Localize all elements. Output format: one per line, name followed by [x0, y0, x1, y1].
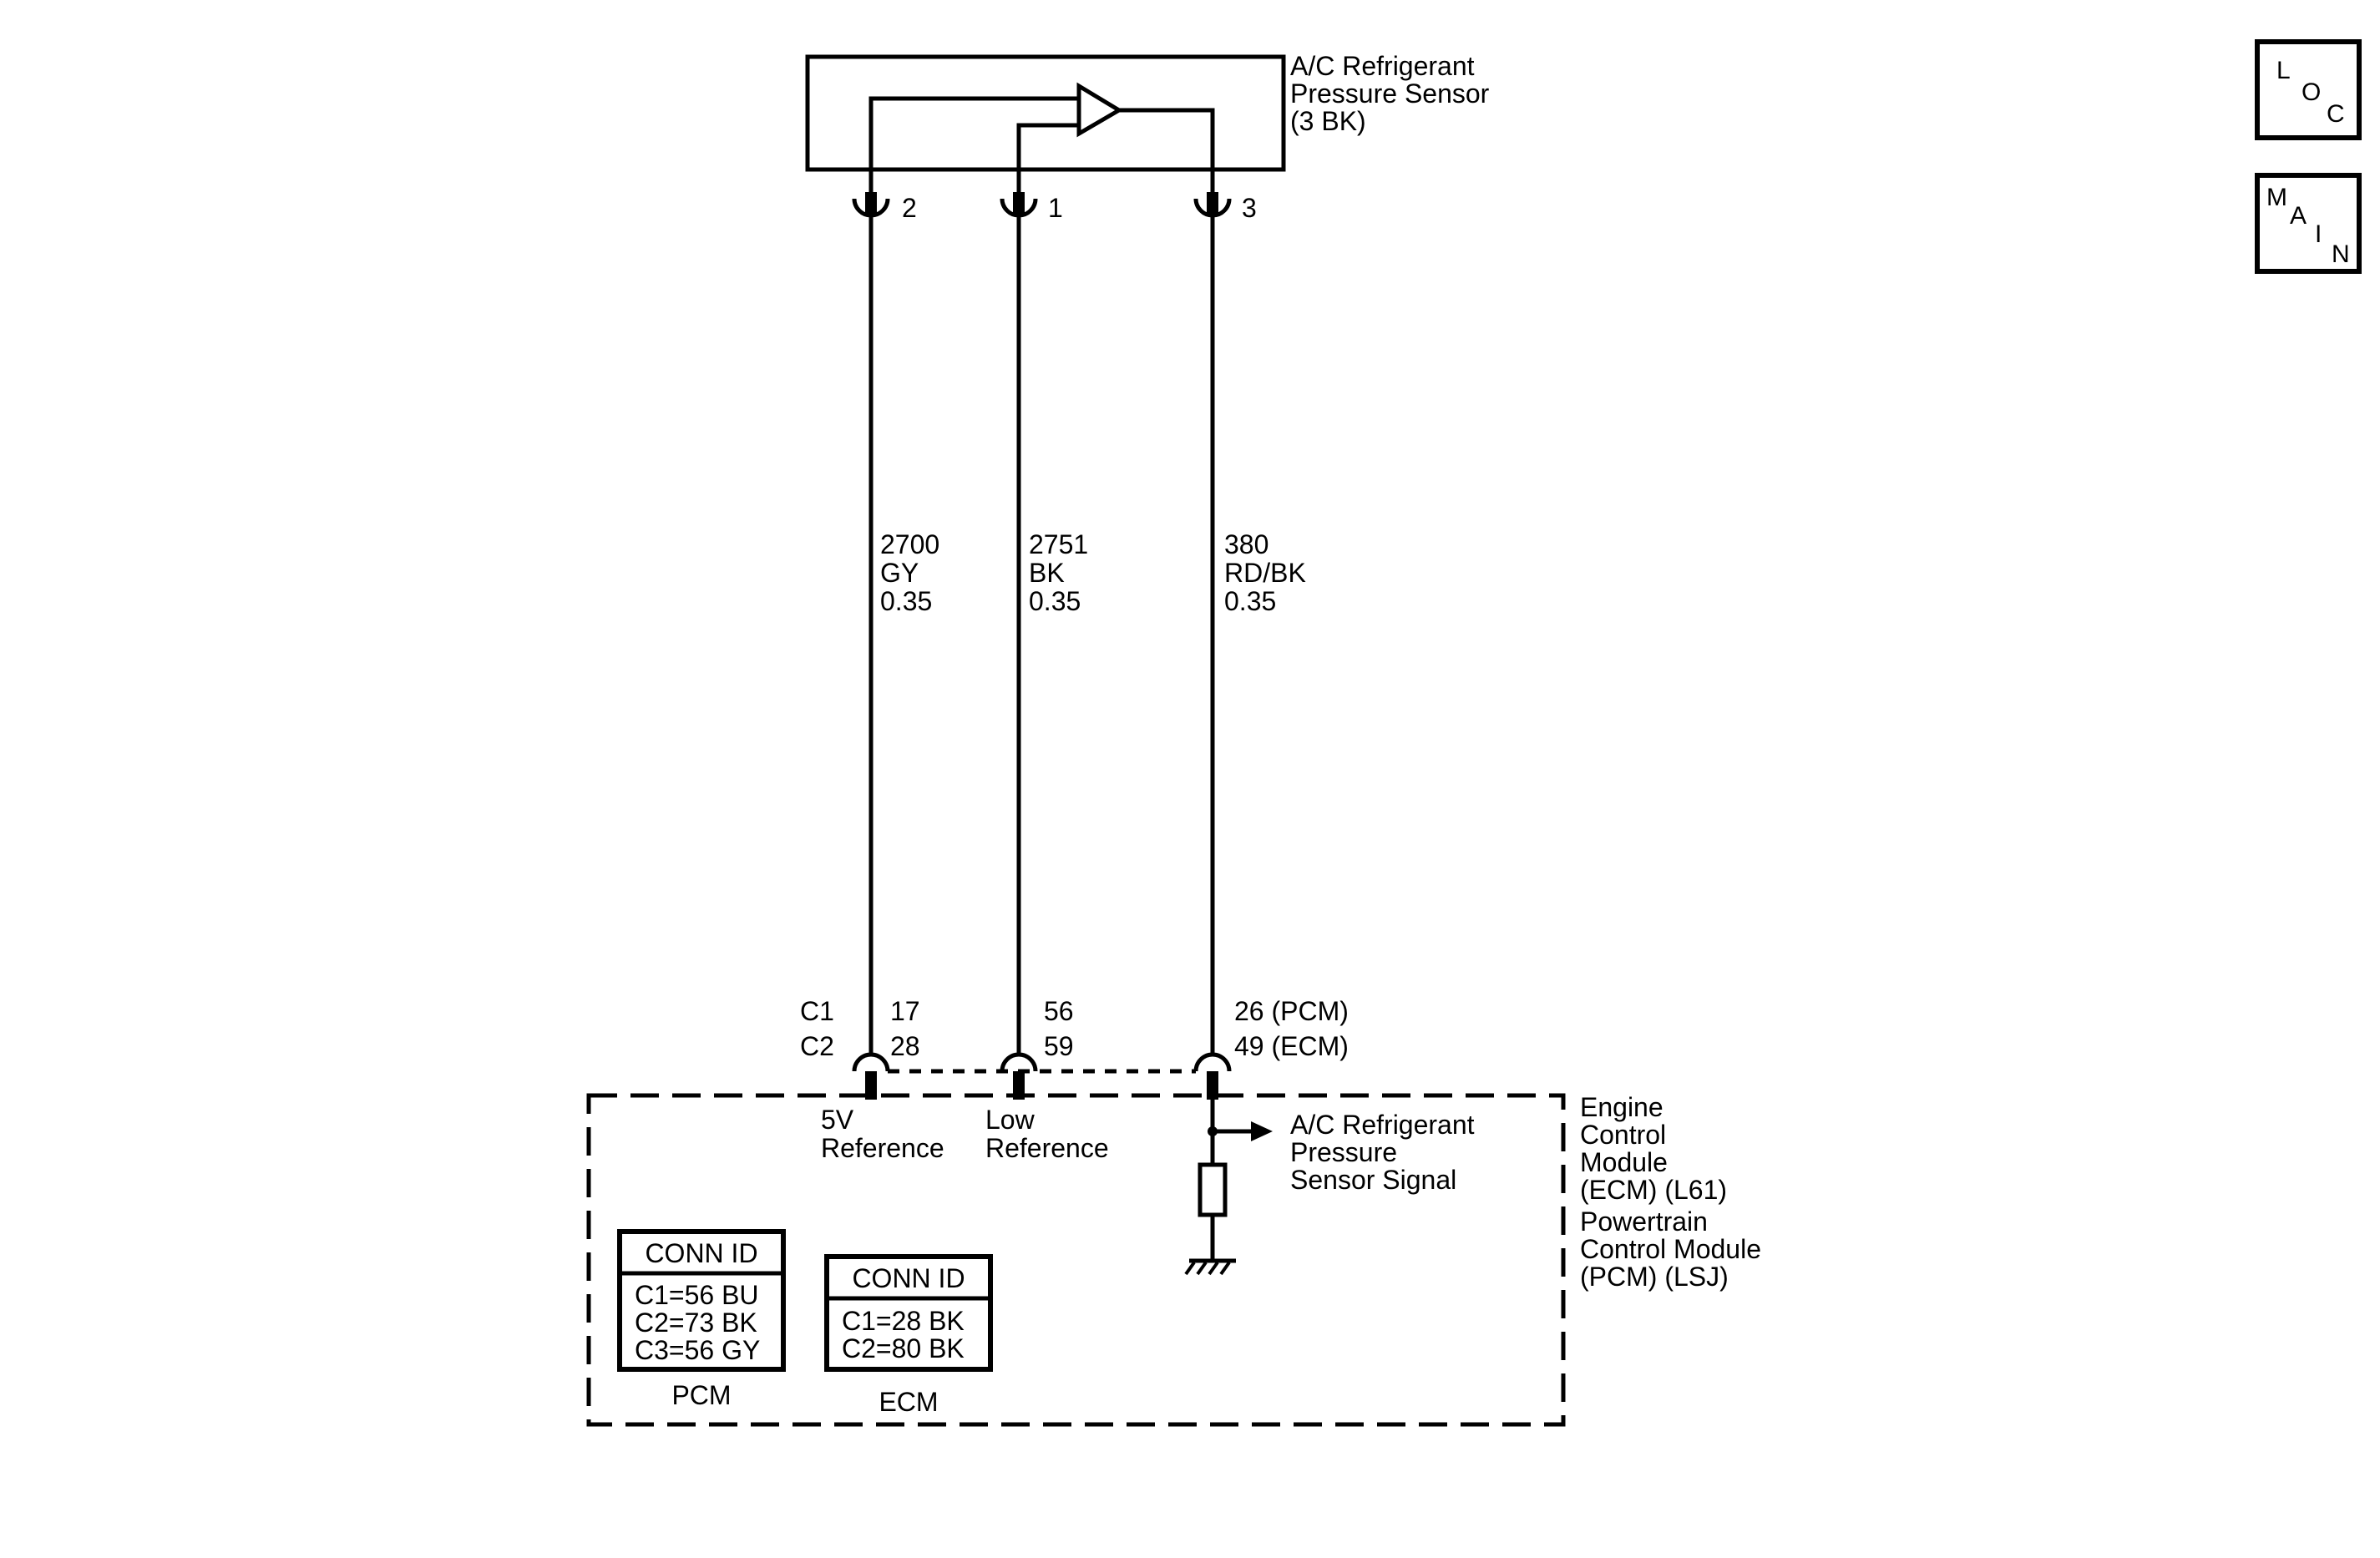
terminal-stub [1013, 1071, 1025, 1100]
module-name-line-1: Engine [1580, 1092, 1663, 1122]
table-row: C1=28 BK [842, 1306, 965, 1336]
module-boundary-dashed [586, 1093, 1566, 1427]
connector-c1-label: C1 [800, 996, 834, 1026]
wire-label-2700: 2700 GY 0.35 [880, 529, 939, 616]
module-pin-c2-number: 28 [890, 1031, 920, 1061]
wire-label-380: 380 RD/BK 0.35 [1224, 529, 1306, 616]
sensor-amplifier-icon [1076, 82, 1123, 138]
main-letter-a: A [2290, 202, 2307, 230]
ac-refrigerant-pressure-sensor: A/C Refrigerant Pressure Sensor (3 BK) [805, 51, 1490, 199]
terminal-stub [1207, 192, 1218, 214]
circuit-signal-line-3: Sensor Signal [1290, 1165, 1456, 1195]
table-header: CONN ID [852, 1263, 965, 1293]
sensor-pin-2: 2 [852, 192, 917, 223]
table-row: C3=56 GY [635, 1335, 760, 1365]
sensor-internal-signal-trace [1119, 108, 1215, 199]
wire-gauge: 0.35 [1029, 586, 1081, 616]
table-caption: PCM [671, 1380, 731, 1410]
terminal-stub [1207, 1071, 1218, 1100]
arrow-right-icon [1251, 1121, 1273, 1141]
module-pin-c2-number: 49 (ECM) [1234, 1031, 1349, 1061]
wire-harness: 2700 GY 0.35 2751 BK 0.35 380 RD/BK 0.35 [868, 215, 1306, 1054]
wire-circuit-number: 380 [1224, 529, 1268, 559]
module-name-line-2: Control [1580, 1120, 1666, 1150]
loc-letter-l: L [2276, 57, 2291, 84]
wire-gauge: 0.35 [880, 586, 932, 616]
circuit-low-ref-line-2: Reference [985, 1133, 1109, 1163]
module-connector: C1 C2 17 28 56 59 26 (PCM) 49 (ECM) [800, 996, 1349, 1100]
table-header: CONN ID [645, 1238, 757, 1268]
loc-button[interactable]: L O C [2255, 39, 2362, 140]
table-border [824, 1254, 993, 1372]
module-name-line-7: (PCM) (LSJ) [1580, 1262, 1729, 1292]
sensor-internal-5v-trace [868, 96, 1079, 199]
terminal-stub [865, 1071, 877, 1100]
loc-letter-c: C [2327, 100, 2345, 128]
module-pin-c2-number: 59 [1044, 1031, 1074, 1061]
chassis-ground-icon [1184, 1258, 1236, 1276]
female-terminal-icon [852, 1052, 890, 1072]
wire-gauge: 0.35 [1224, 586, 1276, 616]
table-border [617, 1229, 786, 1372]
circuit-signal-line-2: Pressure [1290, 1137, 1397, 1167]
main-letter-i: I [2315, 220, 2322, 248]
sensor-name-line-3: (3 BK) [1290, 106, 1366, 136]
main-button-border[interactable] [2255, 173, 2362, 274]
wire-color: GY [880, 558, 919, 588]
sensor-pin-3: 3 [1193, 192, 1257, 223]
wire-color: BK [1029, 558, 1065, 588]
terminal-stub [865, 192, 877, 214]
module-name-line-3: Module [1580, 1147, 1668, 1177]
main-button[interactable]: M A I N [2255, 173, 2362, 274]
module-pin-c1-number: 17 [890, 996, 920, 1026]
module-pin-c1-number: 56 [1044, 996, 1074, 1026]
table-caption: ECM [879, 1387, 938, 1417]
sensor-pin-label: 3 [1242, 193, 1257, 223]
circuit-5v-ref-line-1: 5V [821, 1105, 854, 1135]
sensor-internal-low-trace [1016, 123, 1079, 199]
terminal-stub [1013, 192, 1025, 214]
conn-id-table-ecm: CONN ID C1=28 BK C2=80 BK ECM [824, 1254, 993, 1417]
loc-button-border[interactable] [2255, 39, 2362, 140]
table-row: C2=73 BK [635, 1308, 757, 1338]
circuit-low-ref-line-1: Low [985, 1105, 1036, 1135]
module-pin-signal [1193, 1052, 1232, 1100]
female-terminal-icon [1000, 1052, 1038, 1072]
table-row: C1=56 BU [635, 1280, 759, 1310]
module-name-line-4: (ECM) (L61) [1580, 1175, 1727, 1205]
sensor-pin-1: 1 [1000, 192, 1063, 223]
circuit-5v-ref-line-2: Reference [821, 1133, 944, 1163]
sensor-name-line-1: A/C Refrigerant [1290, 51, 1475, 81]
sensor-pin-label: 2 [902, 193, 917, 223]
female-terminal-icon [1193, 1052, 1232, 1072]
sensor-connector: 2 1 3 [852, 192, 1257, 223]
main-letter-m: M [2266, 184, 2287, 211]
engine-control-module: 5V Reference Low Reference A/C Refrigera… [586, 1092, 1761, 1427]
module-name-line-6: Control Module [1580, 1234, 1761, 1264]
module-name-line-5: Powertrain [1580, 1206, 1708, 1237]
conn-id-table-pcm: CONN ID C1=56 BU C2=73 BK C3=56 GY PCM [617, 1229, 786, 1410]
sensor-pin-label: 1 [1048, 193, 1063, 223]
female-terminal-icon [1193, 198, 1232, 218]
loc-letter-o: O [2302, 78, 2321, 106]
wire-circuit-number: 2751 [1029, 529, 1088, 559]
female-terminal-icon [852, 198, 890, 218]
module-pin-c1-number: 26 (PCM) [1234, 996, 1349, 1026]
sensor-name-line-2: Pressure Sensor [1290, 78, 1490, 109]
wire-label-2751: 2751 BK 0.35 [1029, 529, 1088, 616]
sensor-housing [805, 54, 1286, 172]
pull-down-resistor-icon [1198, 1162, 1228, 1217]
connector-c2-label: C2 [800, 1031, 834, 1061]
wire-color: RD/BK [1224, 558, 1306, 588]
module-pin-low-ref [1000, 1052, 1038, 1100]
female-terminal-icon [1000, 198, 1038, 218]
circuit-signal-line-1: A/C Refrigerant [1290, 1110, 1475, 1140]
wire-circuit-number: 2700 [880, 529, 939, 559]
table-row: C2=80 BK [842, 1333, 965, 1363]
main-letter-n: N [2332, 240, 2350, 268]
module-pin-5v-ref [852, 1052, 890, 1100]
